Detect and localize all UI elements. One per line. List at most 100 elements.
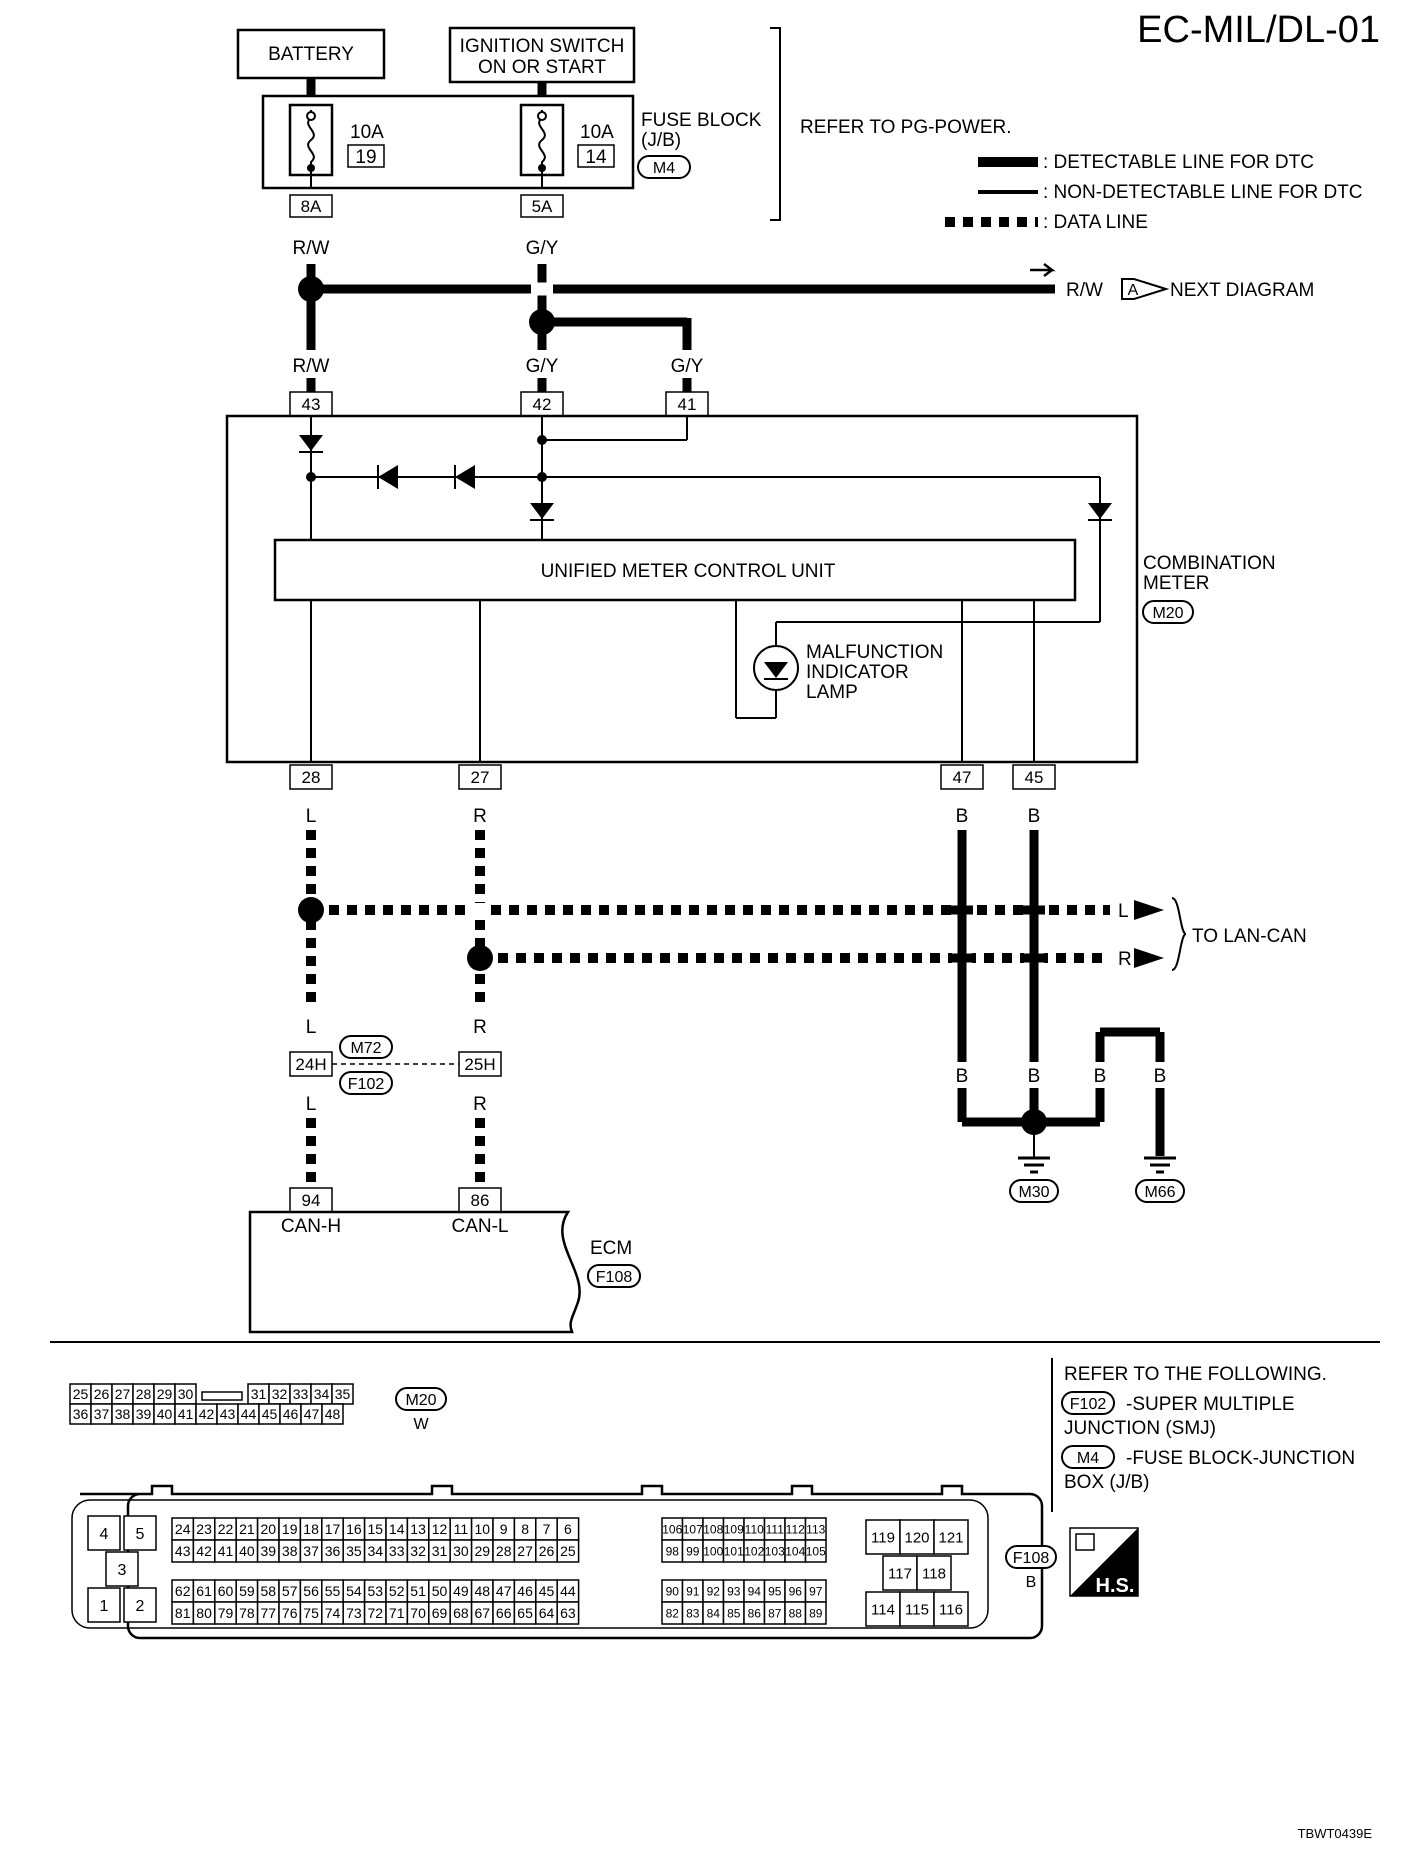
f108-pin-105: 105	[806, 1544, 826, 1558]
f108-pin-33: 33	[389, 1543, 405, 1559]
f108-pin-71: 71	[389, 1605, 405, 1621]
f108-pin-85: 85	[727, 1606, 741, 1620]
m20-pin-42: 42	[199, 1406, 215, 1422]
f108-pin-75: 75	[303, 1605, 319, 1621]
meter-pin-42: 42	[533, 395, 552, 414]
f108-pin-99: 99	[686, 1544, 700, 1558]
f108-pin-102: 102	[744, 1544, 764, 1558]
f108-pin-70: 70	[410, 1605, 426, 1621]
f108-pin-95: 95	[768, 1584, 782, 1598]
f108-pin-87: 87	[768, 1606, 782, 1620]
f108-pin-58: 58	[261, 1583, 277, 1599]
f108-pin-12: 12	[432, 1521, 448, 1537]
ignition-switch-box	[448, 26, 636, 84]
f108-pin-10: 10	[475, 1521, 491, 1537]
battery-box	[236, 28, 386, 80]
connector-f108-name: F108	[1013, 1550, 1050, 1567]
f108-pin-120: 120	[904, 1529, 929, 1546]
f108-pin-48: 48	[475, 1583, 491, 1599]
wire-r-1: R	[473, 806, 487, 827]
refer-f102-desc-2: JUNCTION (SMJ)	[1064, 1418, 1216, 1439]
m20-pin-40: 40	[157, 1406, 173, 1422]
m20-pin-25: 25	[73, 1386, 89, 1402]
f108-pin-115: 115	[905, 1601, 929, 1618]
image-code: TBWT0439E	[1298, 1826, 1373, 1841]
junction-conn-f102: F102	[348, 1076, 385, 1093]
f108-pin-1: 1	[100, 1598, 109, 1615]
refer-f102-desc-1: -SUPER MULTIPLE	[1126, 1394, 1295, 1415]
wire-rw-2: R/W	[293, 356, 330, 377]
wire-l-1: L	[306, 806, 317, 827]
f108-pin-91: 91	[686, 1584, 700, 1598]
f108-pin-55: 55	[325, 1583, 341, 1599]
fuse-block-connector: M4	[653, 160, 675, 177]
f108-pin-36: 36	[325, 1543, 341, 1559]
f108-pin-108: 108	[703, 1522, 723, 1536]
wire-rw-next: R/W	[1066, 280, 1103, 301]
f108-pin-100: 100	[703, 1544, 723, 1558]
m20-pin-29: 29	[157, 1386, 173, 1402]
f108-pin-104: 104	[785, 1544, 805, 1558]
ground-m66: M66	[1144, 1184, 1175, 1201]
wire-b-3: B	[956, 1066, 969, 1087]
f108-pin-63: 63	[560, 1605, 576, 1621]
f108-pin-73: 73	[346, 1605, 362, 1621]
f108-pin-101: 101	[724, 1544, 744, 1558]
wire-r-3: R	[473, 1094, 487, 1115]
f108-pin-76: 76	[282, 1605, 298, 1621]
f108-pin-23: 23	[196, 1521, 212, 1537]
f108-pin-35: 35	[346, 1543, 362, 1559]
f108-pin-82: 82	[666, 1606, 680, 1620]
meter-pin-27: 27	[471, 768, 490, 787]
f108-pin-27: 27	[517, 1543, 533, 1559]
f108-pin-78: 78	[239, 1605, 255, 1621]
m20-pin-27: 27	[115, 1386, 131, 1402]
wire-l-2: L	[306, 1017, 317, 1038]
f108-pin-116: 116	[939, 1601, 963, 1618]
f108-pin-110: 110	[745, 1522, 764, 1536]
f108-pin-52: 52	[389, 1583, 405, 1599]
f108-pin-4: 4	[100, 1526, 109, 1543]
next-diagram-label: NEXT DIAGRAM	[1170, 280, 1314, 301]
m20-pin-28: 28	[136, 1386, 152, 1402]
f108-pin-3: 3	[118, 1562, 127, 1579]
junction-pin-25h: 25H	[464, 1055, 495, 1074]
m20-pin-32: 32	[272, 1386, 288, 1402]
wire-r-lan: R	[1118, 949, 1132, 970]
f108-pin-50: 50	[432, 1583, 448, 1599]
f108-pin-9: 9	[500, 1521, 508, 1537]
f108-pin-112: 112	[786, 1522, 805, 1536]
ignition-label-2: ON OR START	[478, 57, 606, 78]
f108-pin-97: 97	[809, 1584, 823, 1598]
hand-icon	[1075, 1533, 1095, 1551]
refer-f102: F102	[1070, 1396, 1107, 1413]
m20-pin-36: 36	[73, 1406, 89, 1422]
f108-pin-22: 22	[218, 1521, 234, 1537]
f108-pin-121: 121	[938, 1529, 963, 1546]
wire-l-lan: L	[1118, 901, 1129, 922]
f108-pin-41: 41	[218, 1543, 234, 1559]
f108-pin-106: 106	[662, 1522, 682, 1536]
m20-pin-38: 38	[115, 1406, 131, 1422]
refer-title: REFER TO THE FOLLOWING.	[1064, 1364, 1327, 1385]
f108-pin-80: 80	[196, 1605, 212, 1621]
wire-b-2: B	[1028, 806, 1041, 827]
f108-pin-98: 98	[666, 1544, 680, 1558]
f108-pin-31: 31	[432, 1543, 448, 1559]
ecm-pin-94: 94	[302, 1191, 321, 1210]
f108-pin-61: 61	[196, 1583, 212, 1599]
f108-pin-77: 77	[261, 1605, 277, 1621]
f108-pin-44: 44	[560, 1583, 576, 1599]
f108-pin-38: 38	[282, 1543, 298, 1559]
unified-meter-label: UNIFIED METER CONTROL UNIT	[541, 561, 836, 582]
m20-pin-35: 35	[335, 1386, 351, 1402]
ecm-can-h: CAN-H	[281, 1216, 341, 1237]
junction-pin-24h: 24H	[295, 1055, 326, 1074]
f108-pin-90: 90	[666, 1584, 680, 1598]
fuse-14-number: 14	[585, 147, 607, 168]
fuse-19-rating: 10A	[350, 122, 384, 143]
fuse-14-rating: 10A	[580, 122, 614, 143]
f108-pin-5: 5	[136, 1526, 145, 1543]
f108-pin-79: 79	[218, 1605, 234, 1621]
